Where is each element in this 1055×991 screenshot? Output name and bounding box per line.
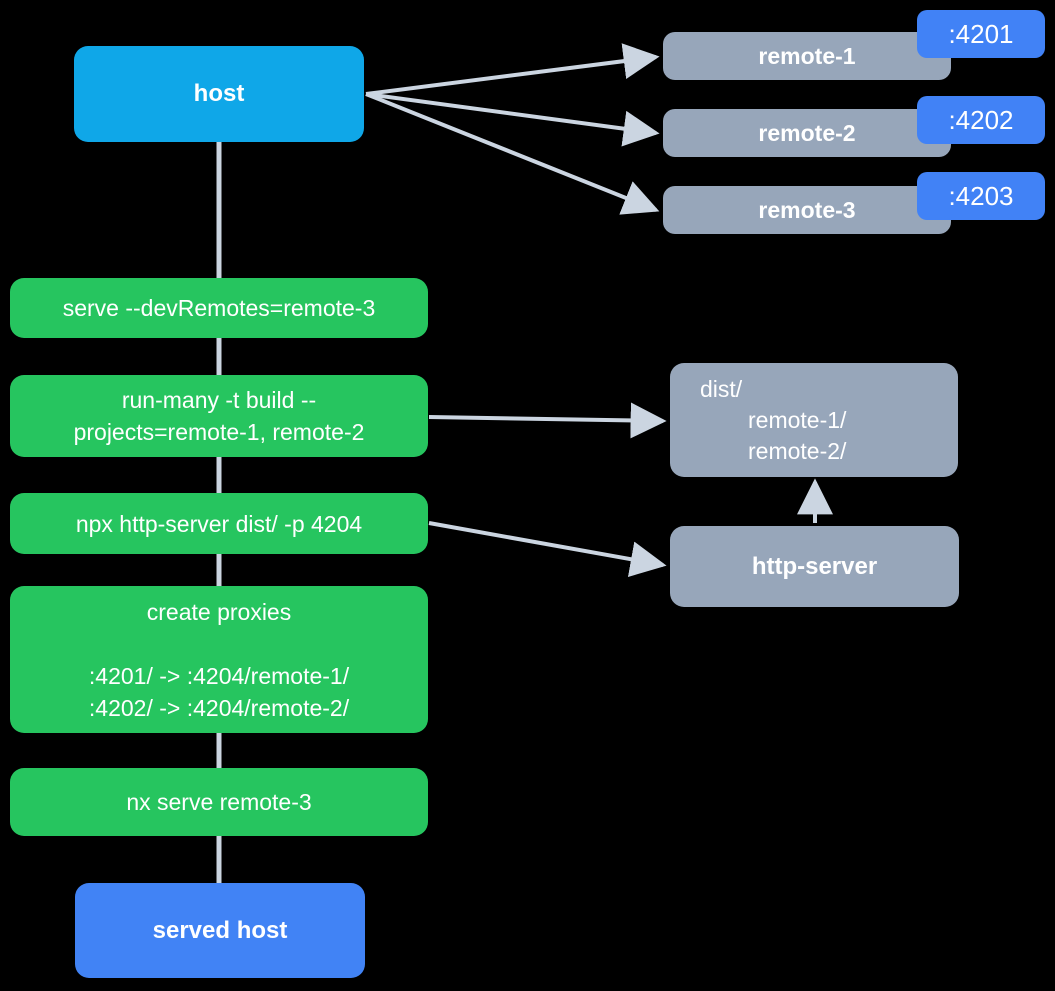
- node-step-build: run-many -t build -- projects=remote-1, …: [10, 375, 428, 457]
- node-dist-folder: dist/ remote-1/ remote-2/: [670, 363, 958, 477]
- arrow-host-to-remote-3-icon: [365, 92, 660, 215]
- dist-line-remote-2: remote-2/: [748, 437, 847, 464]
- dist-line-root: dist/: [700, 375, 743, 402]
- arrow-host-to-remote-2-icon: [365, 92, 660, 147]
- arrow-host-to-remote-1-icon: [365, 43, 660, 96]
- remote-2-label: remote-2: [758, 119, 856, 146]
- port-badge-4203: :4203: [917, 172, 1045, 220]
- served-host-label: served host: [152, 916, 288, 944]
- node-remote-2: remote-2: [663, 109, 951, 157]
- node-step-serve: serve --devRemotes=remote-3: [10, 278, 428, 338]
- http-server-label: http-server: [751, 552, 878, 580]
- port-badge-4203-label: :4203: [948, 180, 1014, 211]
- node-remote-1: remote-1: [663, 32, 951, 80]
- port-badge-4202: :4202: [917, 96, 1045, 144]
- port-badge-4201-label: :4201: [948, 18, 1014, 49]
- node-step-create-proxies: create proxies :4201/ -> :4204/remote-1/…: [10, 586, 428, 733]
- dist-line-remote-1: remote-1/: [748, 406, 847, 433]
- step-build-line-1: run-many -t build --: [121, 387, 317, 413]
- port-badge-4201: :4201: [917, 10, 1045, 58]
- host-label: host: [193, 80, 245, 107]
- step-http-label: npx http-server dist/ -p 4204: [75, 510, 363, 537]
- node-step-http-server-cmd: npx http-server dist/ -p 4204: [10, 493, 428, 554]
- remote-3-label: remote-3: [758, 196, 856, 223]
- step-proxies-map-1: :4201/ -> :4204/remote-1/: [88, 662, 350, 689]
- arrow-http-to-server-icon: [428, 521, 667, 577]
- port-badge-4202-label: :4202: [948, 104, 1014, 135]
- node-http-server: http-server: [670, 526, 959, 607]
- step-nx-serve-label: nx serve remote-3: [126, 789, 312, 815]
- remote-1-label: remote-1: [758, 42, 856, 69]
- node-step-nx-serve: nx serve remote-3: [10, 768, 428, 836]
- node-remote-3: remote-3: [663, 186, 951, 234]
- step-proxies-title: create proxies: [146, 598, 292, 625]
- step-serve-label: serve --devRemotes=remote-3: [62, 295, 376, 321]
- node-host: host: [74, 46, 364, 142]
- step-build-line-2: projects=remote-1, remote-2: [73, 419, 365, 445]
- arrow-build-to-dist-icon: [428, 402, 667, 439]
- node-served-host: served host: [75, 883, 365, 978]
- step-proxies-map-2: :4202/ -> :4204/remote-2/: [88, 694, 350, 721]
